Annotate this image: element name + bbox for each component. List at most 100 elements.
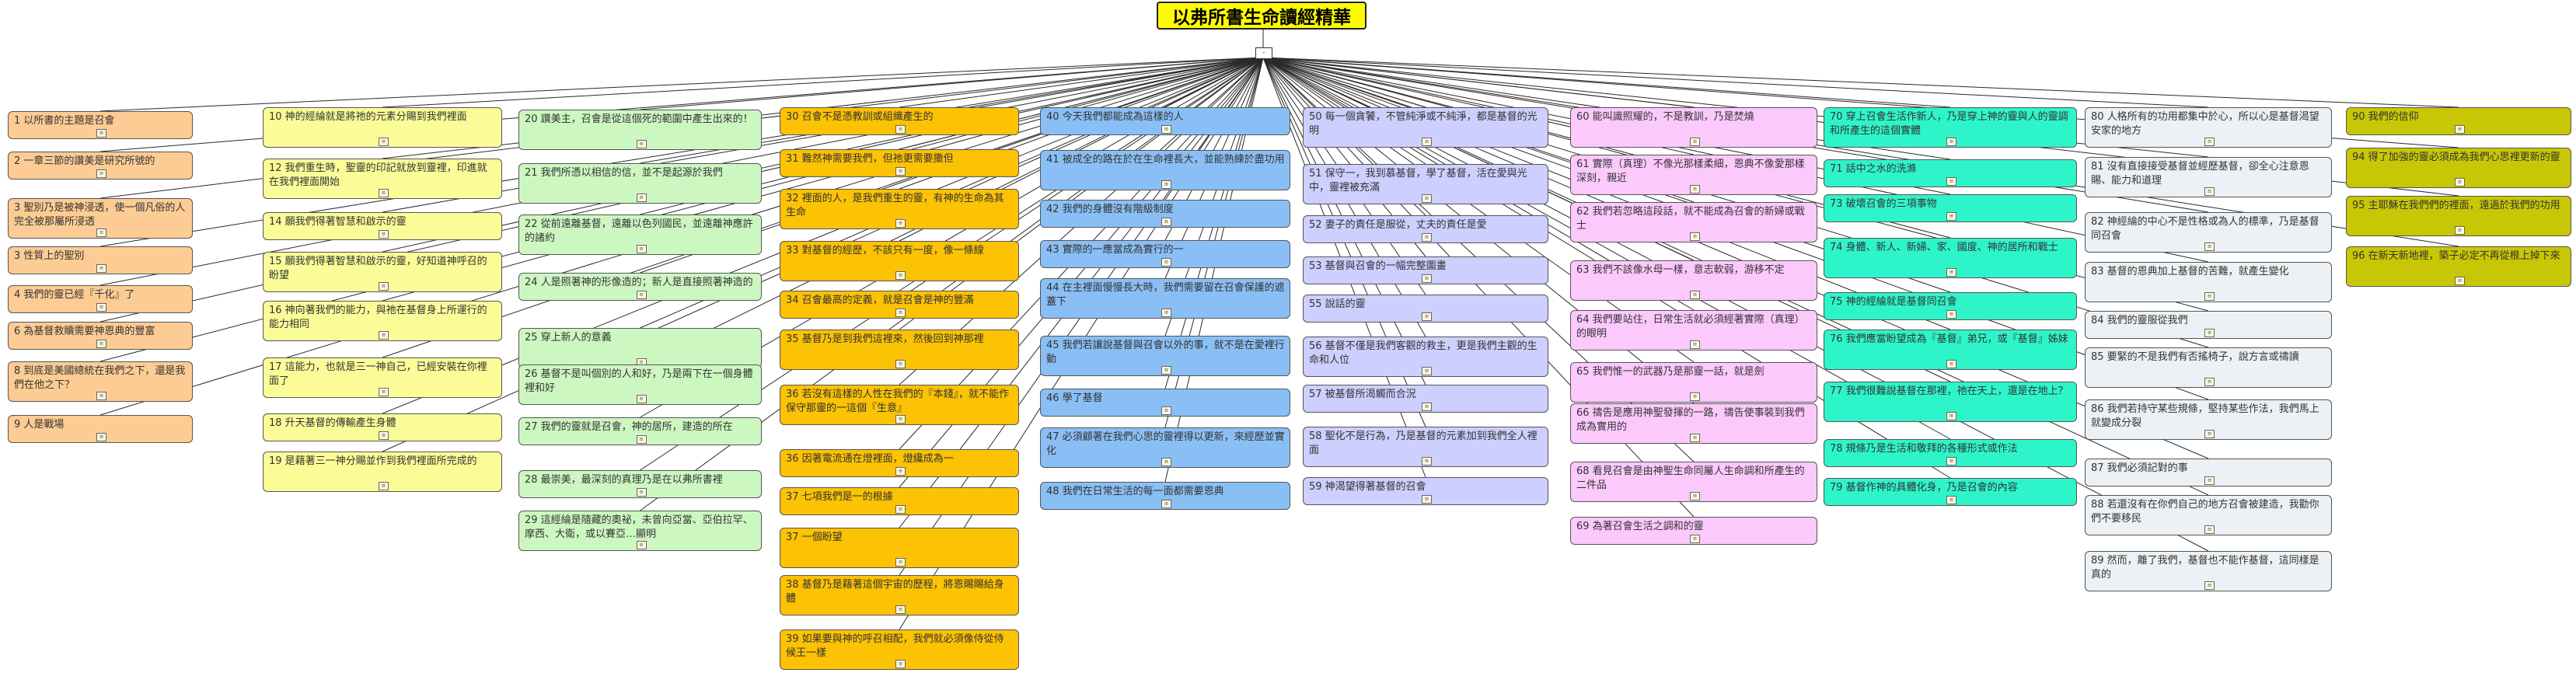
topic-node[interactable]: 75 神的經綸就是基督同召會≡ — [1824, 292, 2077, 320]
note-icon[interactable]: ≡ — [379, 431, 389, 440]
note-icon[interactable]: ≡ — [2204, 525, 2215, 534]
note-icon[interactable]: ≡ — [895, 467, 906, 476]
note-icon[interactable]: ≡ — [1946, 212, 1956, 221]
note-icon[interactable]: ≡ — [96, 340, 106, 348]
topic-node[interactable]: 58 聖化不是行為，乃是基督的元素加到我們全人裡面≡ — [1303, 427, 1548, 467]
topic-node[interactable]: 86 我們若持守某些規條，堅持某些作法，我們馬上就變成分裂≡ — [2085, 399, 2332, 440]
topic-node[interactable]: 89 然而，離了我們，基督也不能作基督，這同樣是真的≡ — [2085, 551, 2332, 591]
topic-node[interactable]: 46 學了基督≡ — [1040, 389, 1290, 417]
note-icon[interactable]: ≡ — [895, 558, 906, 567]
topic-node[interactable]: 62 我們若忽略這段話，就不能成為召會的新婦或戰士≡ — [1570, 202, 1817, 242]
topic-node[interactable]: 52 妻子的責任是服從，丈夫的責任是愛≡ — [1303, 215, 1548, 243]
topic-node[interactable]: 22 從前遠離基督，遠離以色列國民，並遠離神應許的諸約≡ — [518, 214, 762, 255]
topic-node[interactable]: 10 神的經綸就是將祂的元素分賜到我們裡面≡ — [263, 107, 502, 148]
note-icon[interactable]: ≡ — [1422, 403, 1432, 411]
topic-node[interactable]: 25 穿上新人的意義≡ — [518, 328, 762, 368]
note-icon[interactable]: ≡ — [1422, 457, 1432, 466]
note-icon[interactable]: ≡ — [96, 303, 106, 312]
note-icon[interactable]: ≡ — [636, 140, 647, 148]
topic-node[interactable]: 73 破壞召會的三項事物≡ — [1824, 194, 2077, 222]
note-icon[interactable]: ≡ — [1946, 496, 1956, 504]
topic-node[interactable]: 95 主耶穌在我們們的裡面，遠過於我們的功用≡ — [2346, 196, 2571, 236]
topic-node[interactable]: 2 一章三節的讚美是研究所號的≡ — [8, 152, 193, 180]
topic-node[interactable]: 32 裡面的人，是我們重生的靈，有神的生命為其生命≡ — [780, 189, 1019, 229]
topic-node[interactable]: 17 這能力，也就是三一神自己，已經安裝在你裡面了≡ — [263, 357, 502, 398]
note-icon[interactable]: ≡ — [1946, 138, 1956, 146]
topic-node[interactable]: 44 在主裡面慢慢長大時，我們需要留在召會保護的遮蓋下≡ — [1040, 278, 1290, 319]
note-icon[interactable]: ≡ — [1690, 340, 1700, 349]
note-icon[interactable]: ≡ — [1161, 180, 1171, 189]
note-icon[interactable]: ≡ — [379, 230, 389, 239]
note-icon[interactable]: ≡ — [1422, 233, 1432, 242]
topic-node[interactable]: 8 到底是美國總統在我們之下，還是我們在他之下？≡ — [8, 361, 193, 402]
note-icon[interactable]: ≡ — [895, 605, 906, 614]
note-icon[interactable]: ≡ — [379, 388, 389, 396]
note-icon[interactable]: ≡ — [96, 169, 106, 178]
note-icon[interactable]: ≡ — [379, 331, 389, 340]
topic-node[interactable]: 3 聖別乃是被神浸透，使一個凡俗的人完全被那屬所浸透≡ — [8, 198, 193, 239]
topic-node[interactable]: 59 神渴望得著基督的召會≡ — [1303, 477, 1548, 505]
note-icon[interactable]: ≡ — [895, 660, 906, 668]
topic-node[interactable]: 82 神經綸的中心不是性格或為人的標準，乃是基督同召會≡ — [2085, 212, 2332, 253]
note-icon[interactable]: ≡ — [2204, 292, 2215, 301]
note-icon[interactable]: ≡ — [636, 541, 647, 549]
note-icon[interactable]: ≡ — [96, 264, 106, 273]
topic-node[interactable]: 80 人格所有的功用都集中於心，所以心是基督渴望安家的地方≡ — [2085, 107, 2332, 148]
note-icon[interactable]: ≡ — [2204, 138, 2215, 146]
topic-node[interactable]: 57 被基督所渴觸而合況≡ — [1303, 385, 1548, 413]
topic-node[interactable]: 55 說話的靈≡ — [1303, 295, 1548, 323]
topic-node[interactable]: 30 召會不是憑教訓或組織產生的≡ — [780, 107, 1019, 135]
topic-node[interactable]: 27 我們的靈就是召會，神的居所，建造的所在≡ — [518, 417, 762, 445]
note-icon[interactable]: ≡ — [636, 194, 647, 202]
note-icon[interactable]: ≡ — [895, 271, 906, 280]
note-icon[interactable]: ≡ — [1422, 274, 1432, 283]
note-icon[interactable]: ≡ — [1690, 291, 1700, 299]
note-icon[interactable]: ≡ — [2204, 581, 2215, 590]
topic-node[interactable]: 53 基督與召會的一幅完整圖畫≡ — [1303, 256, 1548, 284]
note-icon[interactable]: ≡ — [1422, 194, 1432, 203]
note-icon[interactable]: ≡ — [636, 435, 647, 444]
note-icon[interactable]: ≡ — [895, 505, 906, 514]
topic-node[interactable]: 36 若沒有這樣的人性在我們的『本錢』，就不能作保守那靈的一這個『生意』≡ — [780, 385, 1019, 425]
note-icon[interactable]: ≡ — [96, 129, 106, 138]
topic-node[interactable]: 71 話中之水的洗滌≡ — [1824, 159, 2077, 187]
topic-node[interactable]: 76 我們應當盼望成為『基督』弟兄，或『基督』姊妹≡ — [1824, 330, 2077, 370]
note-icon[interactable]: ≡ — [895, 360, 906, 368]
note-icon[interactable]: ≡ — [636, 245, 647, 253]
note-icon[interactable]: ≡ — [636, 291, 647, 299]
note-icon[interactable]: ≡ — [1161, 125, 1171, 134]
note-icon[interactable]: ≡ — [96, 433, 106, 441]
note-icon[interactable]: ≡ — [2204, 476, 2215, 485]
note-icon[interactable]: ≡ — [1690, 535, 1700, 543]
topic-node[interactable]: 56 基督不僅是我們客觀的救主，更是我們主觀的生命和人位≡ — [1303, 337, 1548, 377]
topic-node[interactable]: 37 一個盼望≡ — [780, 528, 1019, 568]
topic-node[interactable]: 20 讚美主，召會是從這個死的範圍中產生出來的！≡ — [518, 110, 762, 150]
topic-node[interactable]: 47 必須顧著在我們心思的靈裡得以更新，來經歷並實化≡ — [1040, 427, 1290, 468]
topic-node[interactable]: 24 人是照著神的形像造的；新人是直接照著神造的≡ — [518, 273, 762, 301]
topic-node[interactable]: 79 基督作神的具體化身，乃是召會的內容≡ — [1824, 478, 2077, 506]
note-icon[interactable]: ≡ — [1422, 495, 1432, 504]
topic-node[interactable]: 15 願我們得著智慧和啟示的靈，好知道神呼召的盼望≡ — [263, 252, 502, 292]
note-icon[interactable]: ≡ — [1946, 412, 1956, 420]
topic-node[interactable]: 36 因著電流通在燈裡面，燈纔成為一≡ — [780, 449, 1019, 477]
note-icon[interactable]: ≡ — [1690, 138, 1700, 146]
note-icon[interactable]: ≡ — [636, 395, 647, 403]
note-icon[interactable]: ≡ — [96, 392, 106, 400]
note-icon[interactable]: ≡ — [1161, 309, 1171, 317]
note-icon[interactable]: ≡ — [1690, 392, 1700, 401]
note-icon[interactable]: ≡ — [636, 488, 647, 497]
topic-node[interactable]: 68 看見召會是由神聖生命同屬人生命調和所產生的二件品≡ — [1570, 462, 1817, 502]
note-icon[interactable]: ≡ — [1422, 367, 1432, 375]
topic-node[interactable]: 33 對基督的經歷，不該只有一度，像一條線≡ — [780, 241, 1019, 281]
collapse-toggle[interactable]: - — [1255, 47, 1272, 59]
topic-node[interactable]: 18 升天基督的傳輸產生身體≡ — [263, 413, 502, 441]
topic-node[interactable]: 64 我們要站住，日常生活就必須經著實際（真理）的眼明≡ — [1570, 310, 1817, 350]
note-icon[interactable]: ≡ — [895, 167, 906, 176]
topic-node[interactable]: 51 保守一，我到慕基督，學了基督，活在愛與光中，靈裡被充滿≡ — [1303, 164, 1548, 204]
note-icon[interactable]: ≡ — [2204, 430, 2215, 438]
note-icon[interactable]: ≡ — [2204, 378, 2215, 386]
topic-node[interactable]: 90 我們的信仰≡ — [2346, 107, 2571, 135]
topic-node[interactable]: 45 我們若讓說基督與召會以外的事，就不是在愛裡行動≡ — [1040, 336, 1290, 376]
topic-node[interactable]: 35 基督乃是到我們這裡來，然後回到神那裡≡ — [780, 330, 1019, 370]
topic-node[interactable]: 9 人是戰場≡ — [8, 415, 193, 443]
